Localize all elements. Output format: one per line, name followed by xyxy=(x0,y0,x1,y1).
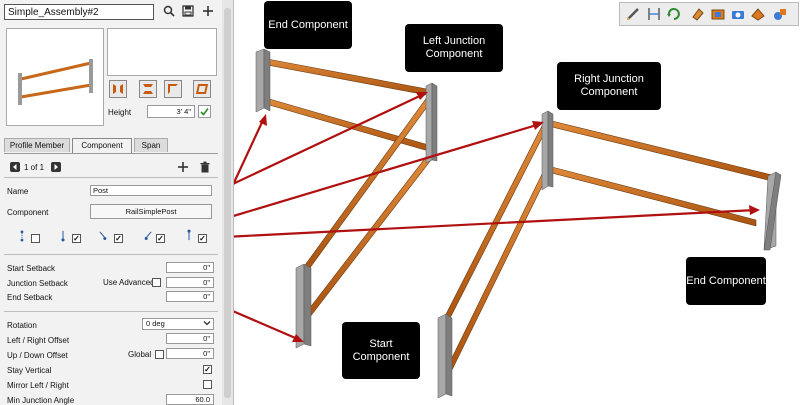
use-advanced-label: Use Advanced xyxy=(103,278,155,287)
start-end-pin-icon xyxy=(20,230,24,242)
end-setback-field[interactable]: 0" xyxy=(166,291,214,302)
profile-shape-button-4[interactable] xyxy=(193,80,211,98)
callout-right-junction: Right Junction Component xyxy=(557,62,661,110)
view-toolbar xyxy=(619,2,799,26)
rotation-value: 0 deg xyxy=(146,319,165,328)
start-pin-icon xyxy=(61,230,65,242)
component-panel: Simple_Assembly#2 Height 3' 4" Profile M… xyxy=(0,0,223,405)
add-component-icon[interactable] xyxy=(177,161,189,173)
right-junction-b-checkbox[interactable]: ✓ xyxy=(156,234,165,243)
delete-icon[interactable] xyxy=(199,161,211,173)
callout-end-component-top: End Component xyxy=(264,1,352,49)
left-junction-checkbox[interactable]: ✓ xyxy=(72,234,81,243)
left-right-offset-label: Left / Right Offset xyxy=(7,336,70,345)
name-label: Name xyxy=(7,187,29,196)
divider xyxy=(4,177,218,178)
tab-component[interactable]: Component xyxy=(72,138,132,153)
search-icon[interactable] xyxy=(162,5,176,19)
callout-left-junction: Left Junction Component xyxy=(405,24,503,72)
global-label: Global xyxy=(128,350,152,359)
start-setback-field[interactable]: 0" xyxy=(166,262,214,273)
dimension-icon[interactable] xyxy=(646,6,662,22)
start-setback-label: Start Setback xyxy=(7,264,56,273)
stay-vertical-checkbox[interactable]: ✓ xyxy=(203,365,212,374)
junction-right-pin-icon xyxy=(144,231,152,240)
mirror-checkbox[interactable] xyxy=(203,380,212,389)
name-field[interactable]: Post xyxy=(90,185,212,196)
camera-icon[interactable] xyxy=(730,6,746,22)
assembly-name-field[interactable]: Simple_Assembly#2 xyxy=(4,4,154,20)
profile-shape-button-3[interactable] xyxy=(164,80,182,98)
callout-start-component: Start Component xyxy=(342,322,420,379)
end-setback-label: End Setback xyxy=(7,293,53,302)
junction-left-pin-icon xyxy=(99,231,107,240)
tab-profile-member[interactable]: Profile Member xyxy=(4,138,70,152)
profile-icon[interactable] xyxy=(710,6,726,22)
right-railing-assembly xyxy=(437,110,782,399)
profile-shape-button-2[interactable] xyxy=(139,80,157,98)
tab-bar: Profile Member Component Span xyxy=(4,138,218,154)
title-bar: Simple_Assembly#2 xyxy=(4,4,218,22)
end-pin-icon xyxy=(187,229,191,241)
divider xyxy=(4,311,218,312)
up-down-offset-field[interactable]: 0" xyxy=(166,348,214,359)
next-icon[interactable] xyxy=(51,162,61,172)
left-railing-assembly xyxy=(255,48,438,349)
pencil-icon[interactable] xyxy=(625,6,641,22)
global-checkbox[interactable] xyxy=(155,350,164,359)
railing-model xyxy=(234,48,782,399)
up-down-offset-label: Up / Down Offset xyxy=(7,351,68,360)
rotate-icon[interactable] xyxy=(666,6,682,22)
height-label: Height xyxy=(108,108,132,117)
chevron-down-icon xyxy=(203,319,211,329)
material-icon[interactable] xyxy=(750,6,766,22)
use-advanced-checkbox[interactable] xyxy=(152,278,161,287)
rotation-select[interactable]: 0 deg xyxy=(142,318,214,330)
junction-setback-label: Junction Setback xyxy=(7,279,68,288)
pager-text: 1 of 1 xyxy=(24,163,45,172)
model-viewport[interactable]: End Component Left Junction Component Ri… xyxy=(234,0,800,405)
rotation-label: Rotation xyxy=(7,321,37,330)
checkmark-icon xyxy=(200,108,209,116)
component-select-button[interactable]: RailSimplePost xyxy=(90,204,212,219)
left-right-offset-field[interactable]: 0" xyxy=(166,333,214,344)
save-icon[interactable] xyxy=(181,5,195,19)
confirm-height-button[interactable] xyxy=(198,105,211,118)
annotation-arrows xyxy=(234,92,760,342)
previous-icon[interactable] xyxy=(10,162,20,172)
right-junction-a-checkbox[interactable]: ✓ xyxy=(114,234,123,243)
junction-setback-field[interactable]: 0" xyxy=(166,277,214,288)
min-junction-angle-label: Min Junction Angle xyxy=(7,396,75,405)
scrollbar-thumb[interactable] xyxy=(224,8,231,398)
height-field[interactable]: 3' 4" xyxy=(147,105,195,118)
add-icon[interactable] xyxy=(201,5,215,19)
profile-shape-button-1[interactable] xyxy=(109,80,127,98)
panel-scrollbar[interactable] xyxy=(222,0,234,405)
callout-end-component-right: End Component xyxy=(686,257,766,305)
start-component-checkbox[interactable] xyxy=(31,234,40,243)
settings-icon[interactable] xyxy=(772,6,788,22)
min-junction-angle-field[interactable]: 60.0 xyxy=(166,394,214,405)
paint-icon[interactable] xyxy=(690,6,706,22)
assembly-preview xyxy=(6,28,104,126)
profile-preview xyxy=(107,28,217,76)
divider xyxy=(4,254,218,255)
mirror-left-right-label: Mirror Left / Right xyxy=(7,381,69,390)
tab-span[interactable]: Span xyxy=(134,138,168,152)
end-component-checkbox[interactable]: ✓ xyxy=(198,234,207,243)
stay-vertical-label: Stay Vertical xyxy=(7,366,52,375)
component-label: Component xyxy=(7,208,49,217)
